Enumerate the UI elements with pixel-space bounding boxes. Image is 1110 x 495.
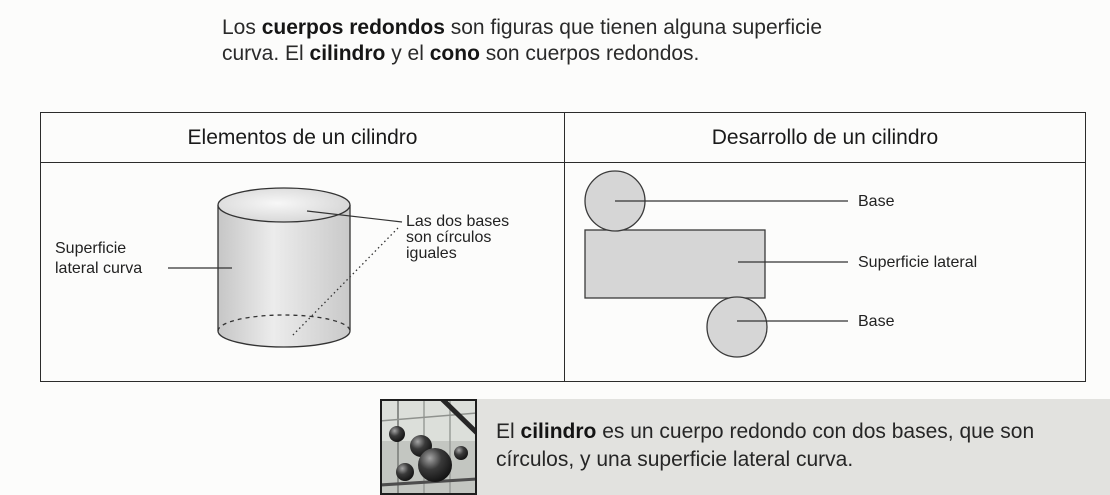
bases-label: Las dos bases: [406, 213, 509, 230]
definition-line: círculos, y una superficie lateral curva…: [496, 448, 854, 471]
lateral-surface-label: lateral curva: [55, 260, 142, 277]
photo-frame: [380, 399, 477, 495]
bottom-base-leader: [290, 227, 399, 338]
intro-text: Los: [222, 16, 262, 39]
header-divider: [41, 162, 1085, 163]
net-bottom-base: [706, 296, 768, 358]
term-cuerpos-redondos: cuerpos redondos: [261, 16, 445, 39]
photo-beam: [440, 399, 477, 435]
bases-label: son círculos: [406, 229, 491, 246]
intro-text: son cuerpos redondos.: [479, 42, 700, 65]
cylinder-lateral-surface: [218, 205, 350, 347]
intro-line: curva. El cilindro y el cono son cuerpos…: [222, 41, 822, 67]
intro-text: curva. El: [222, 42, 310, 65]
net-top-base-label: Base: [858, 193, 895, 210]
cylinder-elements-diagram: Superficie lateral curva Las dos bases s…: [55, 187, 509, 348]
sphere: [389, 426, 405, 442]
header-desarrollo-cilindro: Desarrollo de un cilindro: [711, 126, 939, 149]
cylinder-net-diagram: Base Superficie lateral Base: [584, 170, 977, 358]
header-elementos-cilindro: Elementos de un cilindro: [187, 126, 418, 149]
definition-panel: El cilindro es un cuerpo redondo con dos…: [477, 399, 1110, 495]
term-cono: cono: [429, 42, 480, 65]
cylinder-table: Elementos de un cilindro Desarrollo de u…: [40, 112, 1086, 382]
bases-label: iguales: [406, 245, 457, 262]
net-lateral-surface: [584, 229, 766, 299]
sphere: [396, 463, 414, 481]
term-cilindro: cilindro: [309, 42, 386, 65]
intro-text: son figuras que tienen alguna superficie: [444, 16, 822, 39]
bottom-base-hidden-edge: [217, 314, 351, 332]
net-bottom-base-label: Base: [858, 313, 895, 330]
definition-text: El cilindro es un cuerpo redondo con dos…: [496, 418, 1034, 474]
definition-line: El cilindro es un cuerpo redondo con dos…: [496, 418, 1034, 446]
intro-line: Los cuerpos redondos son figuras que tie…: [222, 15, 822, 41]
column-divider: [564, 113, 565, 381]
sphere: [418, 448, 452, 482]
definition-text-part: es un cuerpo redondo con dos bases, que …: [596, 420, 1035, 443]
lateral-surface-label: Superficie: [55, 240, 126, 257]
definition-box: El cilindro es un cuerpo redondo con dos…: [380, 399, 1110, 495]
term-cilindro: cilindro: [520, 420, 597, 443]
definition-text-part: El: [496, 420, 521, 443]
top-base-leader: [306, 210, 403, 223]
sphere: [454, 446, 468, 460]
intro-text: y el: [385, 42, 430, 65]
photo-beam: [380, 477, 477, 487]
bottom-base-front-edge: [217, 330, 351, 348]
net-lateral-label: Superficie lateral: [858, 254, 977, 271]
cylinder-top-base: [217, 187, 351, 223]
spheres-photo: [380, 399, 477, 495]
intro-paragraph: Los cuerpos redondos son figuras que tie…: [222, 15, 822, 67]
